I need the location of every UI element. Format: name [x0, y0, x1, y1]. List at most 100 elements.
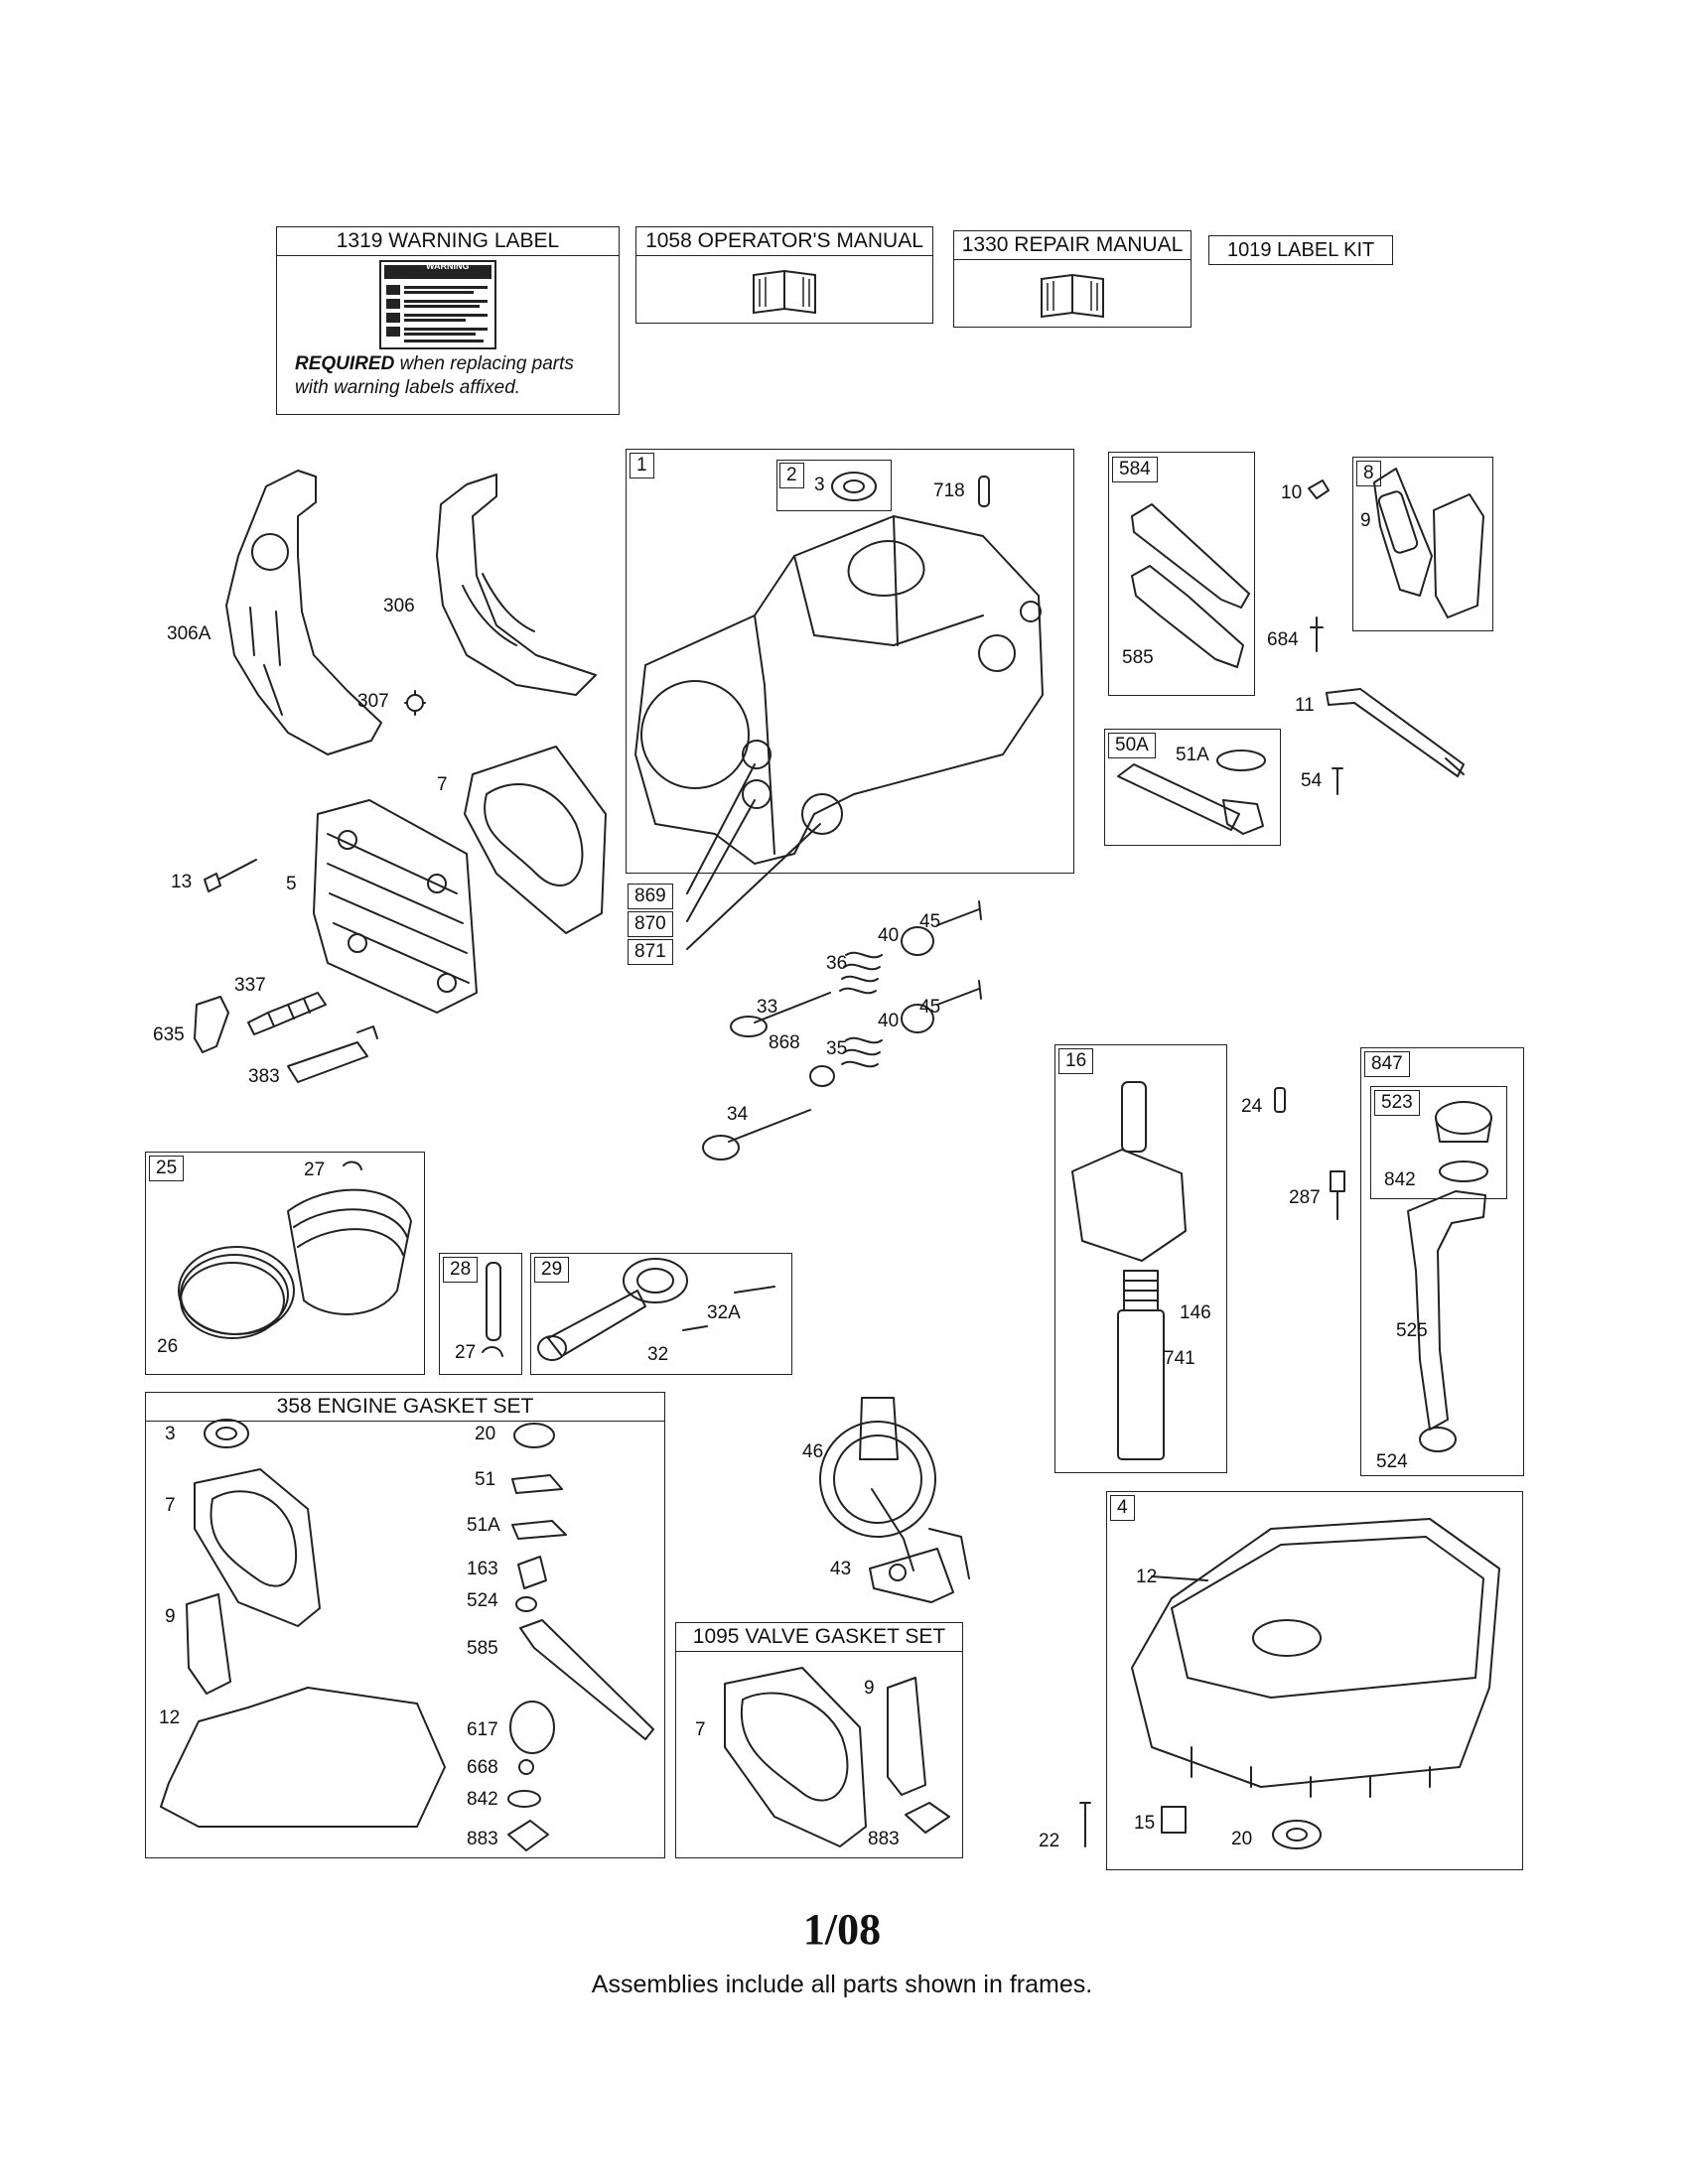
warning-required-line2: with warning labels affixed.: [295, 377, 521, 398]
label-40-upper: 40: [878, 925, 900, 946]
gasket-set-label-51: 51: [475, 1469, 496, 1490]
frame-tag-584: 584: [1112, 457, 1158, 482]
label-337: 337: [234, 975, 266, 996]
tool-383-drawing: [287, 1025, 378, 1083]
label-54: 54: [1301, 770, 1323, 791]
label-34: 34: [727, 1104, 749, 1125]
assemblies-note: Assemblies include all parts shown in fr…: [591, 1971, 1093, 1998]
frame-tag-8: 8: [1356, 461, 1381, 486]
label-32A: 32A: [707, 1302, 741, 1323]
label-307: 307: [357, 691, 389, 712]
screw-287-drawing: [1330, 1170, 1345, 1220]
label-635: 635: [153, 1024, 185, 1045]
frame-25-piston: [145, 1152, 425, 1375]
screw-54-drawing: [1332, 767, 1343, 795]
label-9: 9: [1360, 510, 1371, 531]
label-22: 22: [1039, 1831, 1060, 1851]
label-13: 13: [171, 872, 193, 892]
label-741: 741: [1164, 1348, 1195, 1369]
label-15: 15: [1134, 1813, 1156, 1834]
gasket-set-label-585: 585: [467, 1638, 498, 1659]
gasket-set-label-12: 12: [159, 1707, 181, 1728]
label-585: 585: [1122, 647, 1154, 668]
repair-manual-box: 1330 REPAIR MANUAL: [953, 230, 1192, 328]
operators-manual-box: 1058 OPERATOR'S MANUAL: [635, 226, 933, 324]
frame-2-seal: [776, 460, 892, 511]
label-524-dipstick: 524: [1376, 1451, 1408, 1472]
engine-gasket-set-title: 358 ENGINE GASKET SET: [146, 1393, 664, 1422]
label-842-dipstick: 842: [1384, 1169, 1416, 1190]
governor-43-drawing: [869, 1548, 954, 1603]
book-icon: [1041, 273, 1104, 319]
cylinder-head-5-drawing: [313, 799, 478, 1014]
warning-label-box: 1319 WARNING LABEL WARNING REQUIRED when…: [276, 226, 620, 415]
label-868: 868: [769, 1032, 800, 1053]
frame-tag-871: 871: [628, 939, 673, 965]
camshaft-46-drawing: [819, 1397, 970, 1579]
label-306: 306: [383, 596, 415, 616]
label-287: 287: [1289, 1187, 1321, 1208]
frame-tag-870: 870: [628, 911, 673, 937]
valve-set-label-7: 7: [695, 1719, 706, 1740]
frame-8-breather: [1352, 457, 1493, 631]
repair-manual-title: 1330 REPAIR MANUAL: [954, 231, 1191, 260]
warning-sticker-icon: [379, 260, 496, 349]
frame-1-block: [626, 449, 1074, 874]
label-51A: 51A: [1176, 745, 1209, 765]
label-7: 7: [437, 774, 448, 795]
valve-set-label-883: 883: [868, 1829, 900, 1849]
frame-tag-523: 523: [1374, 1090, 1420, 1116]
frame-tag-4: 4: [1110, 1495, 1135, 1521]
gasket-set-label-20: 20: [475, 1424, 496, 1444]
frame-28-pin: [439, 1253, 522, 1375]
frame-tag-50A: 50A: [1108, 733, 1156, 758]
key-24-drawing: [1274, 1087, 1286, 1113]
label-383: 383: [248, 1066, 280, 1087]
dipstick-tube-11-drawing: [1326, 688, 1465, 777]
label-46: 46: [802, 1441, 824, 1462]
frame-4-sump: [1106, 1491, 1523, 1870]
warning-required-note: REQUIRED when replacing parts with warni…: [295, 352, 574, 400]
frame-tag-25: 25: [149, 1156, 185, 1181]
label-20-sump: 20: [1231, 1829, 1253, 1849]
bolt-307-drawing: [404, 690, 426, 716]
gasket-set-label-9: 9: [165, 1606, 176, 1627]
label-kit-box: 1019 LABEL KIT: [1208, 235, 1394, 265]
spark-plug-337-drawing: [247, 992, 327, 1035]
valve-set-label-9: 9: [864, 1678, 875, 1699]
gasket-set-label-617: 617: [467, 1719, 498, 1740]
gasket-set-label-668: 668: [467, 1757, 498, 1778]
label-27-pin: 27: [455, 1342, 477, 1363]
label-40-lower: 40: [878, 1011, 900, 1031]
screw-10-drawing: [1308, 479, 1330, 499]
label-26: 26: [157, 1336, 179, 1357]
label-12-sump: 12: [1136, 1567, 1158, 1587]
head-gasket-7-drawing: [464, 746, 607, 934]
frame-tag-1: 1: [630, 453, 654, 478]
label-11: 11: [1295, 695, 1315, 716]
warning-sticker-title: WARNING: [426, 261, 470, 271]
label-10: 10: [1281, 482, 1303, 503]
book-icon: [753, 269, 816, 315]
engine-gasket-set-frame: 358 ENGINE GASKET SET: [145, 1392, 665, 1858]
frame-tag-29: 29: [534, 1257, 570, 1283]
warning-label-title: 1319 WARNING LABEL: [277, 227, 619, 256]
warning-required-rest: when replacing parts: [394, 353, 574, 374]
warning-required-bold: REQUIRED: [295, 353, 395, 374]
gasket-set-label-883: 883: [467, 1829, 498, 1849]
label-35: 35: [826, 1038, 848, 1059]
frame-29-rod: [530, 1253, 792, 1375]
frame-tag-2: 2: [779, 463, 804, 488]
label-24: 24: [1241, 1096, 1263, 1117]
label-33: 33: [757, 997, 778, 1018]
label-3: 3: [814, 475, 825, 495]
valve-gasket-set-title: 1095 VALVE GASKET SET: [676, 1623, 962, 1652]
gasket-set-label-7: 7: [165, 1495, 176, 1516]
gasket-set-label-524: 524: [467, 1590, 498, 1611]
label-306A: 306A: [167, 623, 211, 644]
frame-584-gaskets: [1108, 452, 1255, 696]
frame-16-crankshaft: [1054, 1044, 1227, 1473]
label-5: 5: [286, 874, 297, 894]
gasket-set-label-51A: 51A: [467, 1515, 500, 1536]
label-146: 146: [1180, 1302, 1211, 1323]
